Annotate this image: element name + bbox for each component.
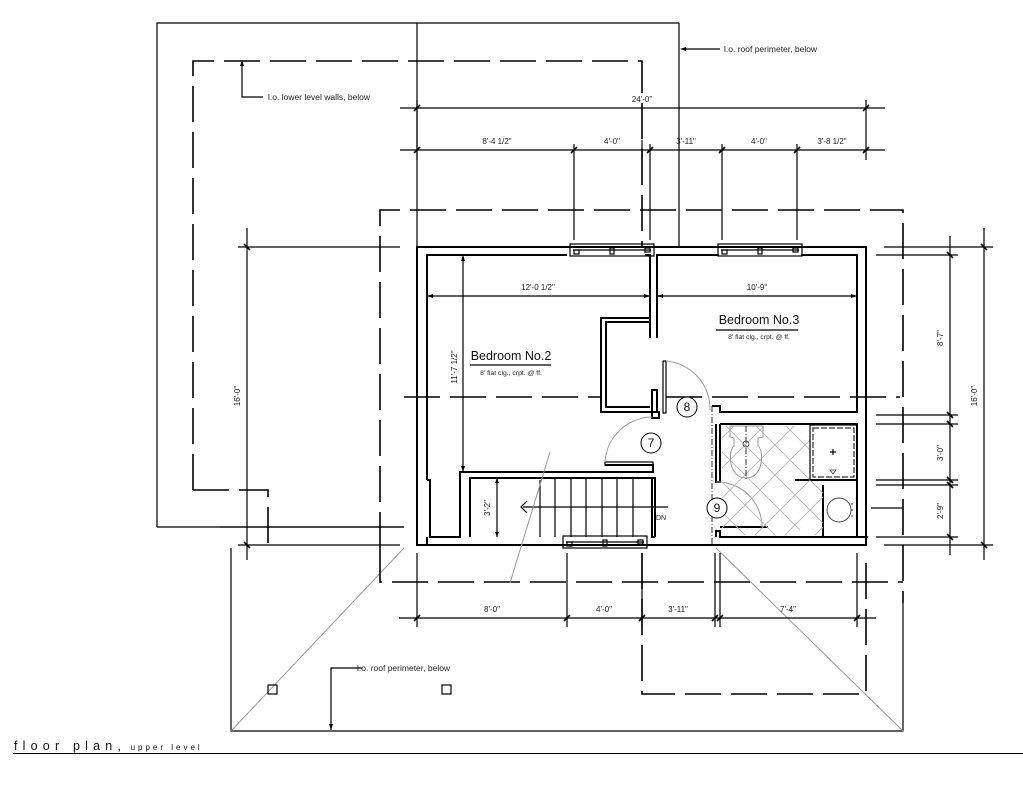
door-tag-7: 7 bbox=[648, 436, 655, 450]
drawing-title-sub: upper level bbox=[130, 743, 203, 752]
dim-top-seg-2: 4'-0" bbox=[604, 137, 620, 146]
dim-stair-width: 3'-2" bbox=[483, 500, 492, 516]
door-tags bbox=[640, 396, 728, 519]
dim-right-seg-3: 2'-9" bbox=[936, 503, 945, 519]
stair-direction-label: DN bbox=[656, 515, 666, 522]
dim-bottom-seg-1: 8'-0" bbox=[484, 605, 500, 614]
sink-icon bbox=[826, 497, 853, 523]
window-bedroom2 bbox=[569, 243, 655, 257]
top-dimensions bbox=[400, 100, 885, 240]
left-dimensions bbox=[220, 228, 404, 560]
window-bedroom3 bbox=[717, 243, 803, 257]
bottom-dimensions bbox=[399, 553, 876, 627]
door-tag-8: 8 bbox=[684, 400, 691, 414]
building-walls bbox=[416, 246, 868, 546]
note-leaders bbox=[240, 47, 720, 730]
dim-top-seg-3: 3'-11" bbox=[676, 137, 696, 146]
dim-top-seg-5: 3'-8 1/2" bbox=[817, 137, 846, 146]
door-tag-9: 9 bbox=[714, 501, 721, 515]
shower-icon bbox=[809, 424, 858, 481]
dim-top-seg-1: 8'-4 1/2" bbox=[482, 137, 511, 146]
room-spec-bedroom3: 8' flat clg., crpt. @ ff. bbox=[728, 334, 790, 341]
room-name-bedroom2: Bedroom No.2 bbox=[471, 349, 552, 363]
interior-dimensions bbox=[427, 255, 857, 472]
dim-bedroom2-depth: 11'-7 1/2" bbox=[450, 350, 459, 383]
stair bbox=[495, 451, 668, 584]
room-spec-bedroom2: 8' flat clg., crpt. @ ff. bbox=[480, 370, 542, 377]
dim-bottom-seg-3: 3'-11" bbox=[668, 605, 688, 614]
dim-bedroom2-width: 12'-0 1/2" bbox=[521, 283, 555, 292]
note-lower-level-walls: l.o. lower level walls, below bbox=[268, 92, 371, 102]
title-underline bbox=[13, 753, 1023, 754]
right-dimensions bbox=[871, 228, 993, 560]
note-roof-perimeter-top: l.o. roof perimeter, below bbox=[724, 44, 818, 54]
doors bbox=[604, 360, 763, 528]
windows bbox=[562, 243, 803, 549]
window-stair bbox=[562, 535, 648, 549]
dim-right-overall: 16'-0" bbox=[970, 386, 979, 407]
dim-bottom-seg-4: 7'-4" bbox=[780, 605, 796, 614]
toilet-icon bbox=[729, 425, 764, 480]
room-name-bedroom3: Bedroom No.3 bbox=[719, 313, 800, 327]
drawing-title: floor plan, upper level bbox=[14, 737, 203, 755]
bathroom bbox=[711, 406, 858, 545]
roof-perimeter bbox=[156, 22, 904, 732]
note-roof-perimeter-bottom: l.o. roof perimeter, below bbox=[357, 663, 451, 673]
dim-left-overall: 16'-0" bbox=[233, 386, 242, 407]
dim-bedroom3-width: 10'-9" bbox=[747, 283, 768, 292]
drawing-title-main: floor plan, bbox=[14, 739, 127, 753]
dim-top-seg-4: 4'-0" bbox=[751, 137, 767, 146]
dim-top-overall: 24'-0" bbox=[632, 95, 653, 104]
dim-right-seg-2: 3'-0" bbox=[936, 445, 945, 461]
dim-bottom-seg-2: 4'-0" bbox=[596, 605, 612, 614]
dim-right-seg-1: 8'-7" bbox=[936, 330, 945, 346]
